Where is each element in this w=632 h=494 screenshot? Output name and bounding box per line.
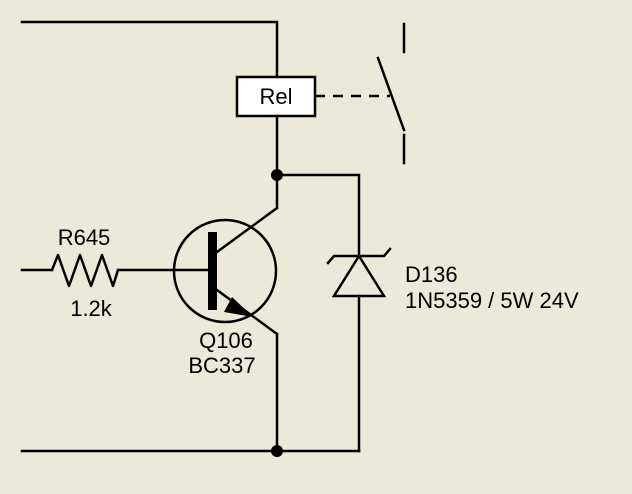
transistor-name: Q106 [199,328,253,353]
diode-spec: 1N5359 / 5W 24V [405,288,579,313]
zener-diode-symbol [326,247,392,453]
resistor-symbol [20,253,120,288]
diode-name: D136 [405,262,458,287]
diode-top-wire [275,173,361,258]
relay-switch-contact [376,22,406,165]
transistor-symbol [172,206,279,336]
transistor-part: BC337 [188,353,255,378]
resistor-value: 1.2k [70,296,113,321]
resistor-name: R645 [58,225,111,250]
relay-label: Rel [259,84,292,109]
top-supply-wire [20,20,279,79]
junction-dot-bottom [271,445,283,457]
